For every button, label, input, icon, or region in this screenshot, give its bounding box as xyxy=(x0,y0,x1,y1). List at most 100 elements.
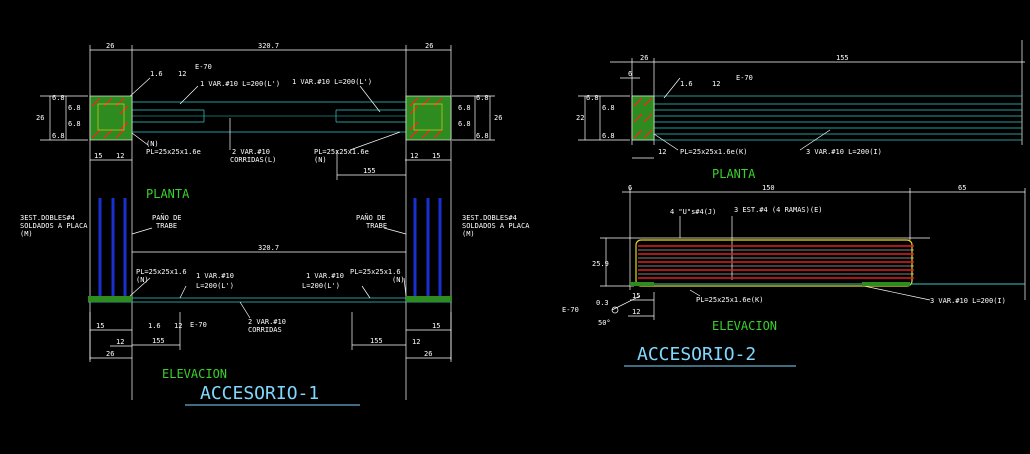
acc1-pano-right-2: TRABE xyxy=(366,222,387,230)
acc1-dim-3207: 320.7 xyxy=(258,42,279,50)
acc2-edim-65: 65 xyxy=(958,184,966,192)
acc1-dim-68h: 6.8 xyxy=(476,132,489,140)
acc1-elev-plate-left xyxy=(88,296,132,302)
acc1-en2: (N) xyxy=(392,276,405,284)
acc2-weld-3: E-70 xyxy=(736,74,753,82)
acc1-elev-plate-right xyxy=(406,296,452,302)
acc1-dim-26v-right: 26 xyxy=(494,114,502,122)
acc1-dim-68a: 6.8 xyxy=(52,94,65,102)
acc1-dim-3207b: 320.7 xyxy=(258,244,279,252)
acc1-pano-left-1: PAÑO DE xyxy=(152,213,182,222)
acc1-edim-155-left: 155 xyxy=(152,337,165,345)
acc2-dim-68c: 6.8 xyxy=(602,132,615,140)
acc2-pl: PL=25x25x1.6e(K) xyxy=(680,148,747,156)
acc1-eweld1: 1.6 xyxy=(148,322,161,330)
acc2-edim-15: 15 xyxy=(632,292,640,300)
acc1-pano-right-1: PAÑO DE xyxy=(356,213,386,222)
acc1-corridas: CORRIDAS(L) xyxy=(230,156,276,164)
acc1-weld-2: 12 xyxy=(178,70,186,78)
acc2-plate xyxy=(631,95,655,141)
acc1-en1: (N) xyxy=(136,276,149,284)
acc1-epl1: PL=25x25x1.6 xyxy=(136,268,187,276)
acc2-edim-259: 25.9 xyxy=(592,260,609,268)
acc2-elevacion-label: ELEVACION xyxy=(712,319,777,333)
acc1-var1: 1 VAR.#10 L=200(L') xyxy=(200,80,280,88)
acc1-edim-26-left: 26 xyxy=(106,350,114,358)
acc1-dim-68d: 6.8 xyxy=(52,132,65,140)
acc1-dim-15-left: 15 xyxy=(94,152,102,160)
acc1-dim-155: 155 xyxy=(363,167,376,175)
acc1-pl1: PL=25x25x1.6e xyxy=(146,148,201,156)
acc1-weld-1: 1.6 xyxy=(150,70,163,78)
acc2-weld-2: 12 xyxy=(712,80,720,88)
acc1-evar1a: 1 VAR.#10 xyxy=(196,272,234,280)
acc1-dim-15-right: 15 xyxy=(432,152,440,160)
acc2-planta-label: PLANTA xyxy=(712,167,756,181)
acc1-edim-26-right: 26 xyxy=(424,350,432,358)
acc1-pano-left-2: TRABE xyxy=(156,222,177,230)
acc2-weld-1: 1.6 xyxy=(680,80,693,88)
acc2-dim-155: 155 xyxy=(836,54,849,62)
acc1-title: ACCESORIO-1 xyxy=(200,383,319,404)
acc1-dim-12-right: 12 xyxy=(410,152,418,160)
acc1-edim-12-left: 12 xyxy=(116,338,124,346)
acc1-dim-12-left: 12 xyxy=(116,152,124,160)
acc1-var3: 2 VAR.#10 xyxy=(232,148,270,156)
acc2-evar: 3 VAR.#10 L=200(I) xyxy=(930,297,1006,305)
acc1-dim-68g: 6.8 xyxy=(458,120,471,128)
acc1-edim-12-right: 12 xyxy=(412,338,420,346)
acc2-est: 3 EST.#4 (4 RAMAS)(E) xyxy=(734,206,823,214)
acc2-esp: 4 "U"s#4(J) xyxy=(670,208,716,216)
acc1-epl2: PL=25x25x1.6 xyxy=(350,268,401,276)
acc2-stirrups xyxy=(630,239,1025,287)
acc1-stirrup-posts xyxy=(98,198,442,302)
acc1-pl2: PL=25x25x1.6e xyxy=(314,148,369,156)
acc1-eweld3: E-70 xyxy=(190,321,207,329)
acc1-n2: (N) xyxy=(314,156,327,164)
acc1-dim-68f: 6.8 xyxy=(458,104,471,112)
acc1-dim-68e: 6.8 xyxy=(476,94,489,102)
acc2-dim-6: 6 xyxy=(628,70,632,78)
acc1-evar1b: L=200(L') xyxy=(196,282,234,290)
acc1-n1: (N) xyxy=(146,140,159,148)
acc1-est-left-3: (M) xyxy=(20,230,33,238)
acc2-edim-6: 6 xyxy=(628,184,632,192)
acc1-edim-15-right: 15 xyxy=(432,322,440,330)
acc1-ecorridas: CORRIDAS xyxy=(248,326,282,334)
acc1-dim-68b: 6.8 xyxy=(68,104,81,112)
acc2-e70: E-70 xyxy=(562,306,579,314)
acc2-e50: 50° xyxy=(598,319,611,327)
acc1-planta-label: PLANTA xyxy=(146,187,190,201)
acc1-est-right-2: SOLDADOS A PLACA xyxy=(462,222,530,230)
acc1-est-left-2: SOLDADOS A PLACA xyxy=(20,222,88,230)
acc1-est-right-1: 3EST.DOBLES#4 xyxy=(462,214,517,222)
acc1-elevacion-label: ELEVACION xyxy=(162,367,227,381)
acc2-edim-12: 12 xyxy=(632,308,640,316)
acc2-dim-68b: 6.8 xyxy=(602,104,615,112)
acc2-elevacion xyxy=(600,188,1026,320)
acc1-edim-155-right: 155 xyxy=(370,337,383,345)
acc1-edim-15-left: 15 xyxy=(96,322,104,330)
acc1-est-left-1: 3EST.DOBLES#4 xyxy=(20,214,75,222)
acc2-var: 3 VAR.#10 L=200(I) xyxy=(806,148,882,156)
acc1-right-plate xyxy=(405,95,452,141)
acc2-weld-symbol xyxy=(611,306,619,314)
acc1-evar3: 2 VAR.#10 xyxy=(248,318,286,326)
acc1-elevacion xyxy=(88,227,452,360)
acc2-dim-12: 12 xyxy=(658,148,666,156)
acc2-dim-68a: 6.8 xyxy=(586,94,599,102)
acc2-edim-150: 150 xyxy=(762,184,775,192)
acc1-eweld2: 12 xyxy=(174,322,182,330)
acc1-weld-3: E-70 xyxy=(195,63,212,71)
acc2-dim-22: 22 xyxy=(576,114,584,122)
acc1-evar2a: 1 VAR.#10 xyxy=(306,272,344,280)
acc2-title: ACCESORIO-2 xyxy=(637,344,756,365)
acc2-dim-26: 26 xyxy=(640,54,648,62)
acc1-planta xyxy=(40,45,495,400)
acc1-dim-26v-left: 26 xyxy=(36,114,44,122)
acc1-dim-68c: 6.8 xyxy=(68,120,81,128)
acc2-planta xyxy=(578,40,1025,159)
acc1-est-right-3: (M) xyxy=(462,230,475,238)
acc1-dim-26-left: 26 xyxy=(106,42,114,50)
